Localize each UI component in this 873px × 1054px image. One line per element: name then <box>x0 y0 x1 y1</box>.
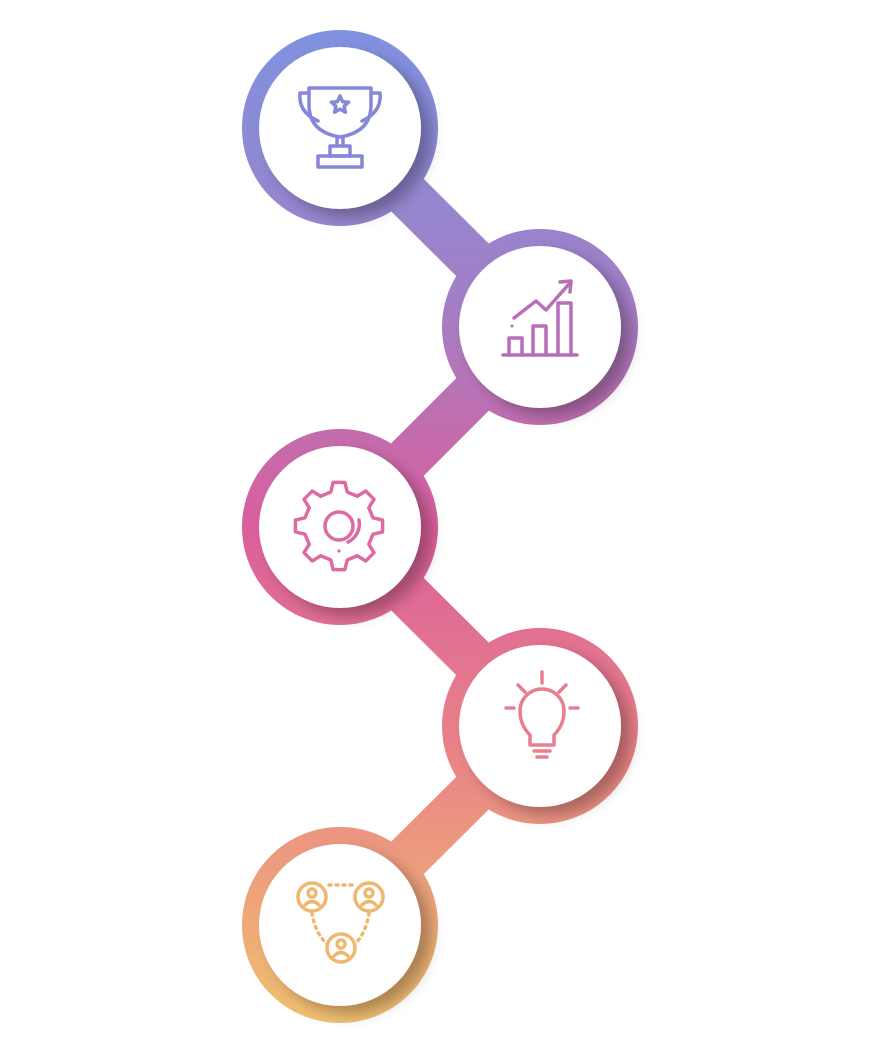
lightbulb-icon <box>504 670 580 759</box>
node-disc-3 <box>259 446 421 608</box>
team-network-icon <box>296 881 385 964</box>
node-disc-5 <box>259 844 421 1006</box>
gear-icon <box>293 480 385 572</box>
growth-bar-chart-icon <box>501 279 579 357</box>
trophy-star-icon <box>298 86 382 169</box>
node-disc-4 <box>459 645 621 807</box>
node-discs <box>259 47 621 1006</box>
node-disc-1 <box>259 47 421 209</box>
